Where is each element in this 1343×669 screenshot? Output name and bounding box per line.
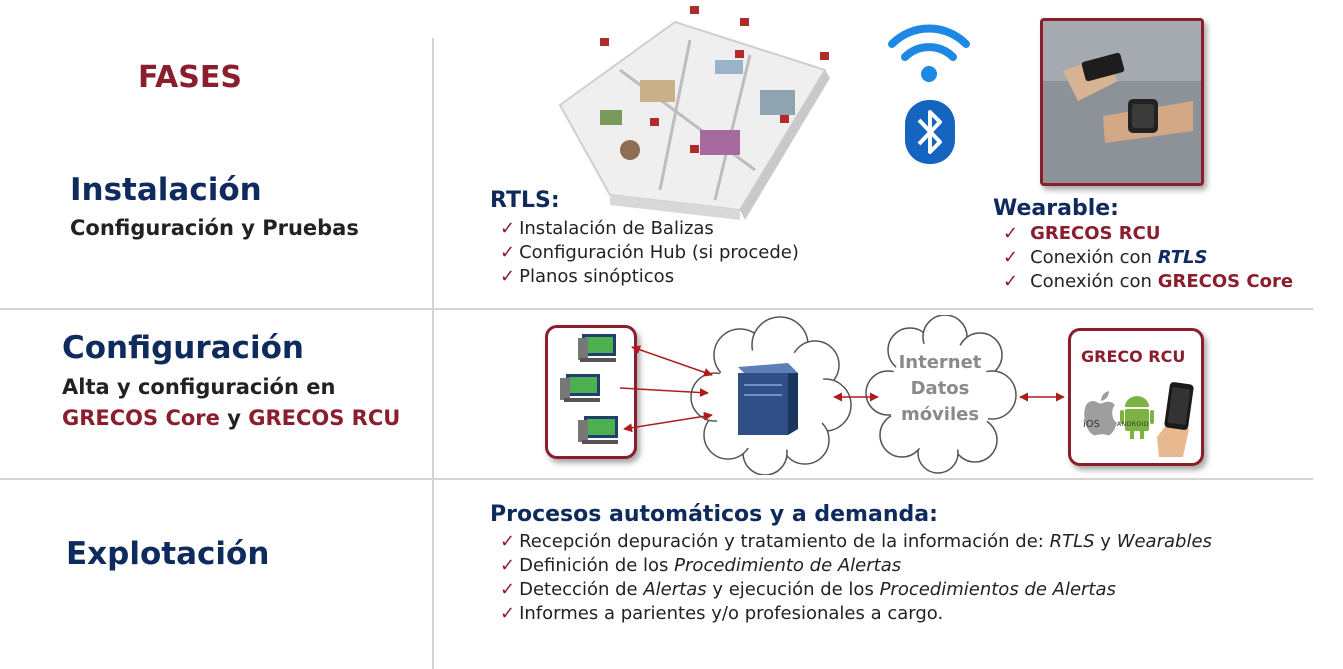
android-label: ANDROID <box>1117 421 1149 428</box>
network-diagram <box>620 315 1065 475</box>
greco-rcu-panel: GRECO RCU iOS ANDROID <box>1068 328 1204 466</box>
wearable-photo <box>1040 18 1204 186</box>
check-icon: ✓ <box>500 218 516 239</box>
phase-instalacion-title: Instalación <box>70 172 262 208</box>
ios-label: iOS <box>1083 419 1100 430</box>
phase-configuracion-title: Configuración <box>62 330 304 366</box>
cloud-internet-label: Internet Datos móviles <box>898 352 982 425</box>
list-item: ✓GRECOS RCU <box>1003 223 1161 244</box>
list-item: ✓Conexión con RTLS <box>1003 247 1208 268</box>
android-icon <box>1120 396 1154 439</box>
check-icon: ✓ <box>500 531 516 552</box>
list-item: ✓Conexión con GRECOS Core <box>1003 271 1294 292</box>
server-icon <box>738 363 798 435</box>
wearable-list: ✓GRECOS RCU ✓Conexión con RTLS ✓Conexión… <box>1003 222 1293 294</box>
phone-icon <box>1157 382 1194 457</box>
check-icon: ✓ <box>500 603 516 624</box>
list-item: ✓Configuración Hub (si procede) <box>500 242 799 263</box>
vertical-divider <box>432 38 434 669</box>
list-item: ✓Definición de los Procedimiento de Aler… <box>500 555 902 576</box>
computer-icon <box>578 416 618 444</box>
computer-icon <box>560 374 600 402</box>
divider-2 <box>0 478 1313 480</box>
phase-instalacion-subtitle: Configuración y Pruebas <box>70 216 359 240</box>
check-icon: ✓ <box>500 242 516 263</box>
list-item: ✓Recepción depuración y tratamiento de l… <box>500 531 1212 552</box>
divider-1 <box>0 308 1313 310</box>
phase-configuracion-line1: Alta y configuración en <box>62 375 336 399</box>
rtls-heading: RTLS: <box>490 188 560 213</box>
check-icon: ✓ <box>1003 223 1019 244</box>
check-icon: ✓ <box>1003 271 1019 292</box>
grecos-rcu-text: GRECOS RCU <box>248 406 401 430</box>
list-item: ✓Detección de Alertas y ejecución de los… <box>500 579 1116 600</box>
rtls-list: ✓Instalación de Balizas ✓Configuración H… <box>500 217 799 289</box>
phase-configuracion-line2: GRECOS Core y GRECOS RCU <box>62 403 400 433</box>
procesos-heading: Procesos automáticos y a demanda: <box>490 502 938 527</box>
list-item: ✓Instalación de Balizas <box>500 218 714 239</box>
phase-explotacion-title: Explotación <box>66 536 270 572</box>
grecos-core-text: GRECOS Core <box>62 406 220 430</box>
computer-icon <box>578 334 616 362</box>
check-icon: ✓ <box>500 555 516 576</box>
list-item: ✓Planos sinópticos <box>500 266 675 287</box>
floorplan-image <box>540 0 840 220</box>
check-icon: ✓ <box>1003 247 1019 268</box>
wifi-icon <box>888 22 970 84</box>
check-icon: ✓ <box>500 579 516 600</box>
and-text: y <box>227 406 241 430</box>
greco-rcu-label: GRECO RCU <box>1081 347 1186 366</box>
check-icon: ✓ <box>500 266 516 287</box>
apple-icon <box>1084 391 1117 436</box>
procesos-list: ✓Recepción depuración y tratamiento de l… <box>500 530 1212 626</box>
bluetooth-icon <box>905 100 955 164</box>
list-item: ✓Informes a parientes y/o profesionales … <box>500 603 944 624</box>
wearable-heading: Wearable: <box>993 196 1119 221</box>
fases-title: FASES <box>138 60 242 95</box>
cloud-shape <box>865 315 1017 474</box>
